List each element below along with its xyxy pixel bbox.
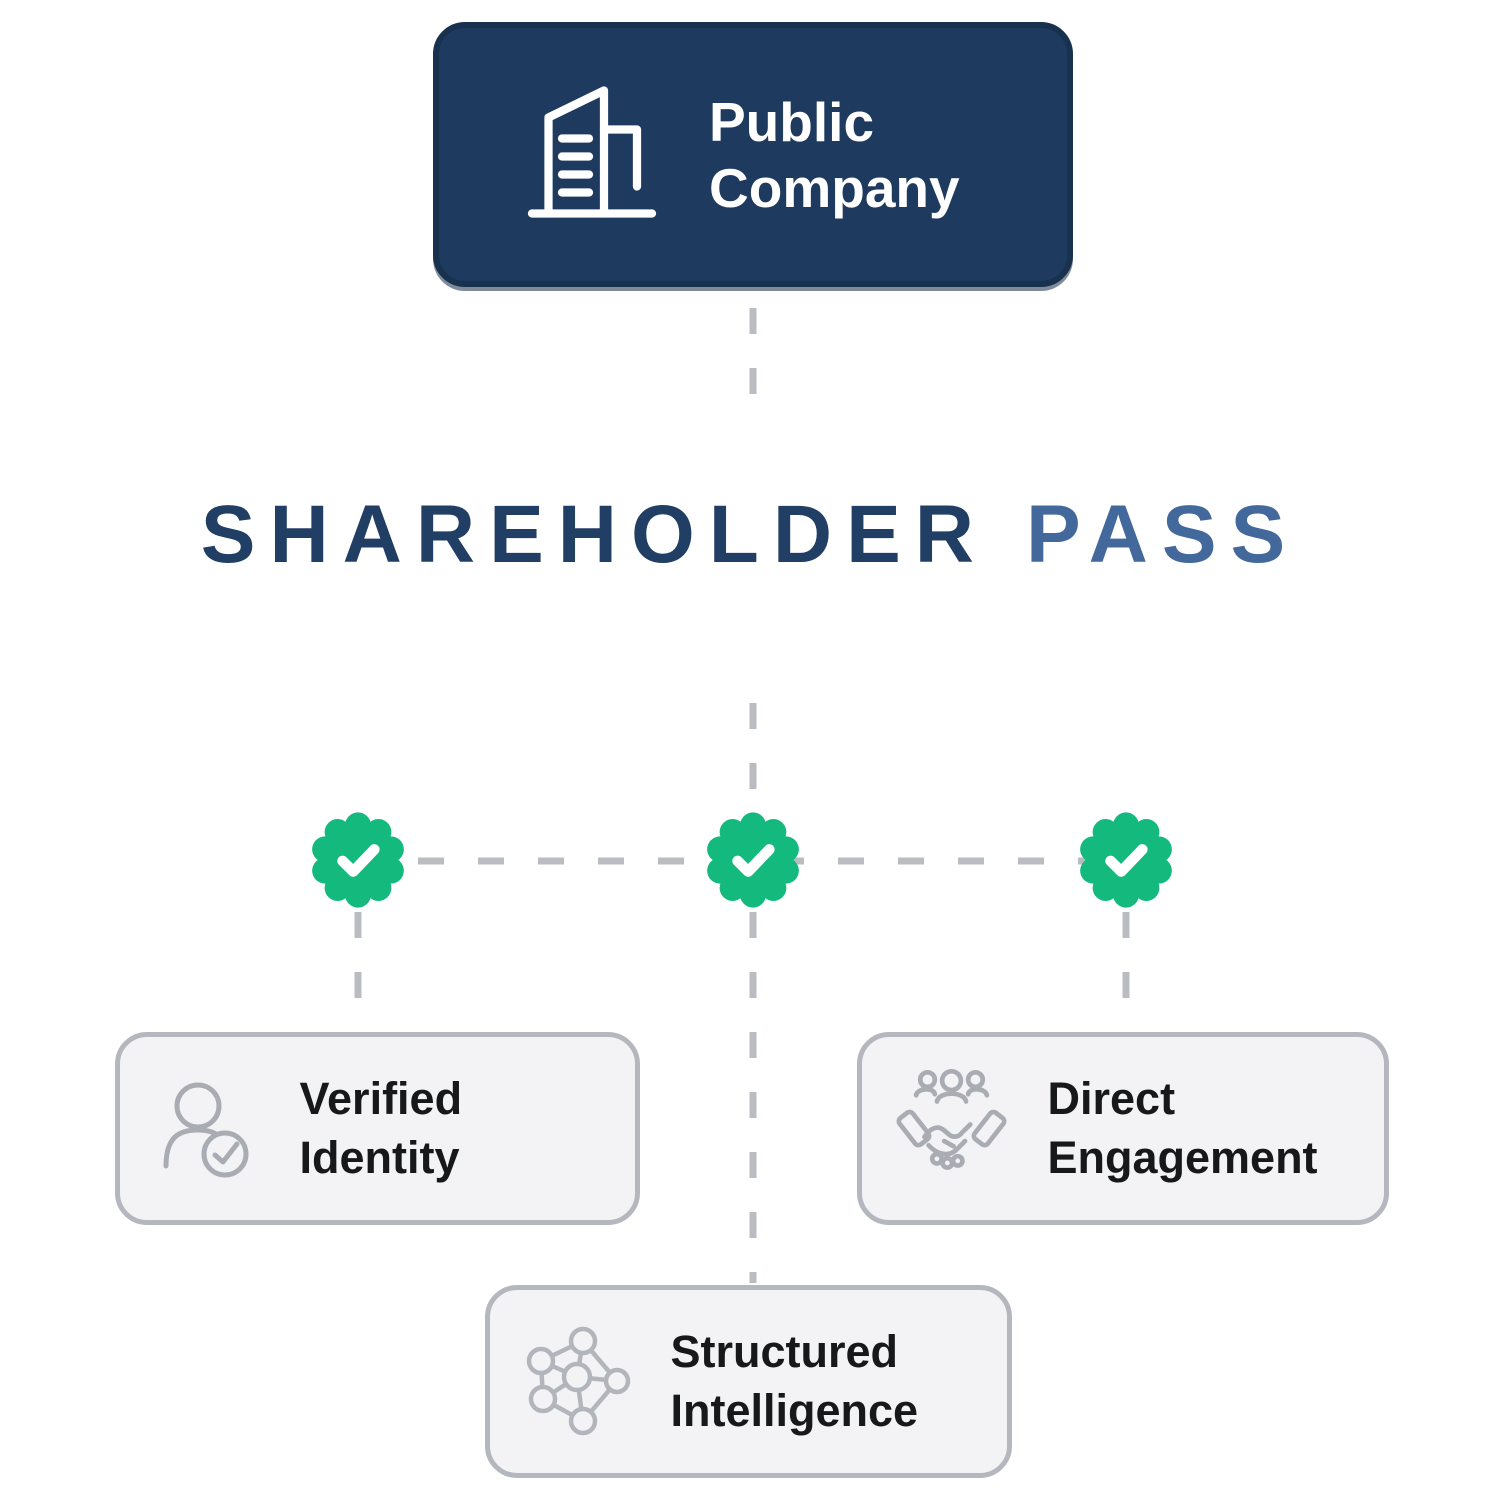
feature-label: Direct Engagement bbox=[1047, 1073, 1318, 1183]
headline-word-pass: PASS bbox=[1026, 489, 1300, 580]
verified-check-badge-icon bbox=[703, 810, 803, 910]
feature-label: Verified Identity bbox=[299, 1073, 463, 1183]
headline-word-shareholder: SHAREHOLDER bbox=[200, 489, 989, 580]
feature-card-direct-engagement: Direct Engagement bbox=[857, 1032, 1389, 1225]
building-icon bbox=[517, 77, 667, 232]
verified-check-badge-icon bbox=[1076, 810, 1176, 910]
public-company-card: Public Company bbox=[433, 22, 1073, 287]
feature-card-structured-intelligence: Structured Intelligence bbox=[485, 1285, 1012, 1478]
feature-label: Structured Intelligence bbox=[670, 1326, 919, 1436]
feature-card-verified-identity: Verified Identity bbox=[115, 1032, 640, 1225]
company-label: Public Company bbox=[709, 90, 960, 219]
person-check-icon bbox=[146, 1066, 266, 1191]
network-graph-icon bbox=[517, 1319, 637, 1444]
verified-check-badge-icon bbox=[308, 810, 408, 910]
handshake-icon bbox=[889, 1064, 1014, 1194]
